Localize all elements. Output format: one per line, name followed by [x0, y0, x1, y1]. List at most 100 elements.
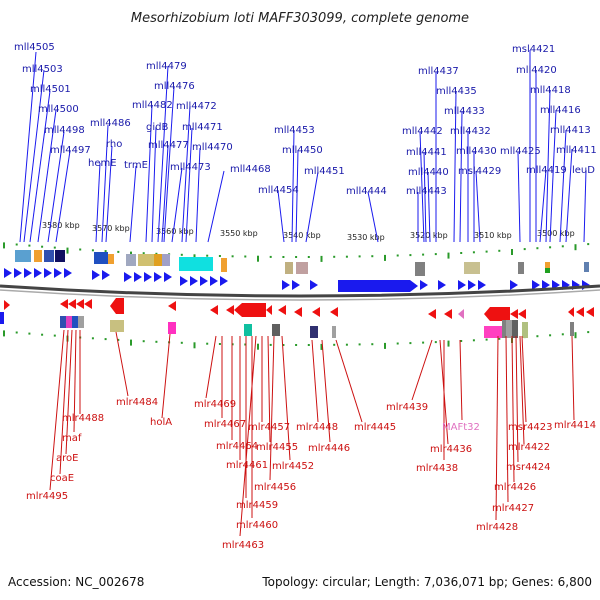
gene-label: mll4473	[170, 162, 211, 173]
gene-label: mll4418	[530, 85, 571, 96]
gene-label: mll4470	[192, 142, 233, 153]
scale-tick-major	[3, 242, 5, 249]
genome-backbone	[0, 284, 600, 298]
gene-label: mlr4484	[116, 397, 158, 408]
gene-label: mlr4467	[204, 419, 246, 430]
scale-tick-minor	[244, 343, 247, 346]
scale-tick-minor	[53, 334, 56, 337]
gene-label: leuD	[572, 165, 595, 176]
scale-tick-minor	[15, 331, 18, 334]
gene-label: mll4430	[456, 146, 497, 157]
gene-label: mll4472	[176, 101, 217, 112]
gene-label: mlr4459	[236, 500, 278, 511]
gene-label: mlr4452	[272, 461, 314, 472]
gene-label: mll4477	[148, 140, 189, 151]
scale-tick-major	[130, 339, 132, 346]
scale-tick-minor	[180, 341, 183, 344]
gene-label: mlr4461	[226, 460, 268, 471]
scale-tick-minor	[472, 339, 475, 342]
gene-label: mll4501	[30, 84, 71, 95]
scale-tick-minor	[117, 338, 120, 341]
gene-label: mll4476	[154, 81, 195, 92]
scale-tick-minor	[371, 343, 374, 346]
scale-tick-minor	[561, 245, 564, 248]
scale-tick-major	[3, 330, 5, 337]
scale-tick-major	[574, 244, 577, 251]
gene-label: mlr4439	[386, 402, 428, 413]
scale-tick-minor	[91, 337, 94, 340]
gene-label: mlr4495	[26, 491, 68, 502]
gene-label: mll4444	[346, 186, 387, 197]
scale-tick-minor	[536, 335, 539, 338]
scale-tick-minor	[295, 344, 298, 346]
gene-label: mll4451	[304, 166, 345, 177]
forward-strand-genes	[4, 268, 590, 292]
gene-label: MAFt32	[442, 422, 480, 433]
scale-tick-minor	[460, 340, 463, 342]
scale-ticks-top	[3, 242, 590, 262]
scale-tick-minor	[549, 246, 552, 249]
scale-tick-major	[320, 255, 323, 262]
scale-tick-major	[193, 342, 196, 349]
scale-tick-minor	[422, 341, 425, 344]
gene-label: mlr4445	[354, 422, 396, 433]
scale-tick-major	[447, 252, 450, 259]
scale-tick-minor	[434, 341, 437, 344]
gene-label: mlr4422	[508, 442, 550, 453]
bottom-gene-labels: mlr4488 maf aroE coaE mlr4495 mlr4484 ho…	[26, 329, 596, 551]
gene-label: mll4411	[556, 145, 597, 156]
scale-tick-minor	[142, 340, 145, 343]
scale-tick-minor	[269, 343, 272, 346]
gene-label: mll4486	[90, 118, 131, 129]
scale-tick-minor	[307, 344, 310, 346]
scale-tick-minor	[41, 245, 44, 248]
scale-tick-minor	[549, 334, 552, 337]
scale-tick-minor	[371, 255, 374, 258]
gene-label: mll4500	[38, 104, 79, 115]
gene-label: mlr4427	[492, 503, 534, 514]
scale-tick-minor	[282, 256, 285, 258]
gene-label: mlr4414	[554, 420, 596, 431]
scale-tick-minor	[561, 333, 564, 336]
gene-label: mll4443	[406, 186, 447, 197]
gene-label: trmE	[124, 160, 148, 171]
genome-backbone-shadow	[0, 289, 600, 301]
gene-label: mll4441	[406, 147, 447, 158]
scale-tick-minor	[104, 338, 107, 341]
gene-label: msr4424	[506, 462, 551, 473]
gene-label: mll4471	[182, 122, 223, 133]
scale-tick-major	[384, 254, 386, 261]
scale-tick-minor	[206, 254, 209, 257]
gene-label: mlr4446	[308, 443, 350, 454]
scale-label: 3560 kbp	[156, 227, 194, 236]
scale-tick-major	[384, 342, 386, 349]
scale-tick-minor	[345, 255, 348, 258]
gene-label: mll4453	[274, 125, 315, 136]
gene-label: mll4497	[50, 145, 91, 156]
scale-tick-minor	[333, 255, 336, 258]
scale-tick-minor	[117, 250, 120, 253]
scale-tick-major	[511, 249, 513, 255]
scale-tick-major	[574, 332, 577, 339]
scale-label: 3530 kbp	[347, 233, 385, 242]
gene-label: mll4433	[444, 106, 485, 117]
gene-label: gidB	[146, 122, 168, 133]
genome-summary: Topology: circular; Length: 7,036,071 bp…	[261, 575, 592, 589]
scale-tick-minor	[91, 249, 94, 252]
scale-tick-minor	[587, 331, 590, 334]
gene-label: mll4505	[14, 42, 55, 53]
scale-label: 3550 kbp	[220, 229, 258, 238]
gene-label: mll4503	[22, 64, 63, 75]
top-gene-labels: mll4505 mll4503 mll4501 mll4500 mll4498 …	[14, 42, 597, 243]
gene-label: mlr4488	[62, 413, 104, 424]
scale-tick-minor	[282, 344, 285, 346]
gene-label: mll4435	[436, 86, 477, 97]
scale-tick-major	[257, 255, 259, 262]
scale-tick-minor	[498, 337, 501, 340]
gene-label: mll4440	[408, 167, 449, 178]
scale-tick-minor	[218, 343, 221, 345]
gene-label: mlr4456	[254, 482, 296, 493]
scale-tick-minor	[358, 343, 361, 346]
gene-label: mll4468	[230, 164, 271, 175]
gene-label: aroE	[56, 453, 78, 464]
